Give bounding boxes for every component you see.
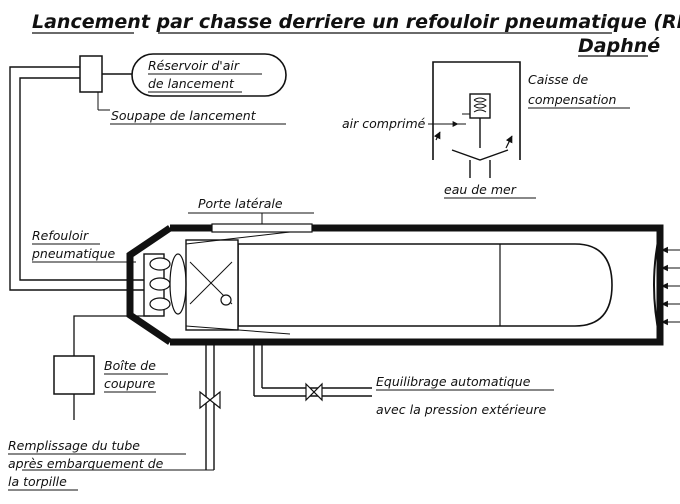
- remplissage-label-3: la torpille: [8, 474, 67, 489]
- trigger-knob: [220, 294, 232, 306]
- reservoir-label-2: de lancement: [148, 76, 235, 91]
- cutoff-pipe-top: [73, 315, 150, 356]
- torpedo: [237, 243, 613, 327]
- spring-icon: [473, 97, 487, 113]
- propeller-blade-3: [149, 297, 171, 311]
- remplissage-label-1: Remplissage du tube: [8, 438, 140, 453]
- side-door: [211, 223, 313, 233]
- boite-label-1: Boîte de: [104, 358, 156, 373]
- tail-cross-2: [189, 261, 233, 305]
- air-comprime-label: air comprimé: [342, 116, 426, 131]
- torpedo-tail: [185, 239, 239, 331]
- air-reservoir: [131, 53, 287, 97]
- tube-breech: [126, 225, 172, 345]
- remplissage-label-2: après embarquement de: [8, 456, 164, 471]
- cutoff-box-group: Boîte de coupure: [53, 315, 168, 420]
- reservoir-group: Réservoir d'air de lancement Soupape de …: [79, 53, 287, 125]
- tail-line-2: [185, 325, 291, 335]
- porte-laterale-label: Porte latérale: [198, 196, 283, 211]
- flow-arrow-right: [505, 135, 513, 149]
- air-pipe: [9, 66, 158, 291]
- seawater-inlet: [451, 149, 509, 161]
- refouloir-label-2: pneumatique: [31, 246, 116, 261]
- tail-line-1: [185, 231, 291, 245]
- refouloir-label-1: Refouloir: [32, 228, 89, 243]
- reservoir-label-1: Réservoir d'air: [148, 58, 240, 73]
- equilibrage-label-2: avec la pression extérieure: [376, 402, 547, 417]
- torpedo-tube: [126, 223, 680, 346]
- fill-valve-icon: [199, 390, 221, 410]
- flow-arrow-left: [433, 131, 441, 141]
- equil-valve-icon: [305, 382, 323, 402]
- propeller-blade-2: [149, 277, 171, 291]
- soupape-label: Soupape de lancement: [111, 108, 257, 123]
- external-pressure-arrows: [661, 246, 680, 326]
- compensation-tank: [432, 61, 521, 160]
- tube-wall: [170, 224, 664, 346]
- propeller-blade-1: [149, 257, 171, 271]
- diagram-title: Lancement par chasse derriere un refoulo…: [32, 11, 680, 33]
- eau-de-mer-label: eau de mer: [444, 182, 517, 197]
- fill-pipe-group: Remplissage du tube après embarquement d…: [8, 342, 221, 491]
- compensation-tank-group: Caisse de compensation air comprimé eau …: [342, 61, 630, 199]
- equilibrage-group: Equilibrage automatique avec la pression…: [253, 342, 554, 417]
- diagram-subtitle: Daphné: [578, 35, 660, 57]
- boite-label-2: coupure: [104, 376, 155, 391]
- equilibrage-label-1: Equilibrage automatique: [376, 374, 531, 389]
- caisse-label-2: compensation: [528, 92, 616, 107]
- cutoff-box: [53, 355, 95, 395]
- tube-muzzle: [653, 230, 661, 340]
- soupape-valve: [79, 55, 103, 93]
- propeller-ring: [169, 253, 187, 315]
- caisse-label-1: Caisse de: [528, 72, 588, 87]
